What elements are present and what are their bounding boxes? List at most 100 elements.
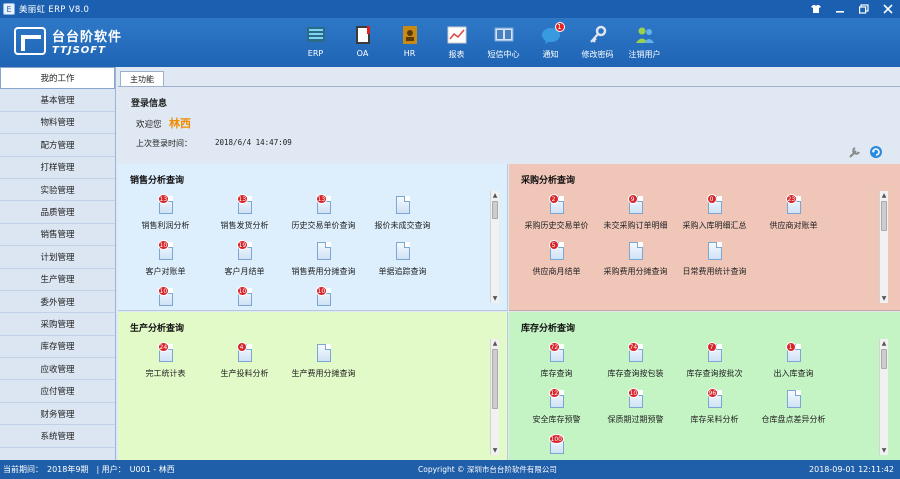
report-item-label: 客户对账单 <box>145 267 186 276</box>
report-item[interactable]: 19 客户月结单 <box>205 240 284 287</box>
sidebar-item-quality[interactable]: 品质管理 <box>0 201 115 224</box>
sidebar-item-receivable[interactable]: 应收管理 <box>0 358 115 381</box>
scroll-down-arrow[interactable]: ▼ <box>492 447 498 454</box>
sidebar-item-outsourcing[interactable]: 委外管理 <box>0 291 115 314</box>
sidebar-item-material[interactable]: 物料管理 <box>0 112 115 135</box>
close-button[interactable] <box>876 0 900 18</box>
logo-mark-icon <box>14 27 46 55</box>
vertical-scrollbar[interactable]: ▲ ▼ <box>879 191 888 303</box>
report-item-label: 保质期过期预警 <box>607 415 664 424</box>
report-doc-icon: 1 <box>785 342 801 362</box>
report-item[interactable]: 日常费用统计查询 <box>675 241 754 287</box>
sidebar-item-sampling[interactable]: 打样管理 <box>0 157 115 179</box>
sidebar-item-basic[interactable]: 基本管理 <box>0 89 115 112</box>
report-doc-icon: 13 <box>236 194 252 214</box>
report-item[interactable]: 10 <box>126 286 205 310</box>
report-item[interactable]: 100 <box>517 434 596 460</box>
skin-icon[interactable] <box>804 0 828 18</box>
scroll-thumb[interactable] <box>492 201 498 219</box>
toolbar-hr[interactable]: HR <box>386 23 433 65</box>
report-item[interactable]: 74 库存查询按包装 <box>596 342 675 389</box>
toolbar-erp[interactable]: ERP <box>292 23 339 65</box>
scroll-up-arrow[interactable]: ▲ <box>881 192 887 199</box>
toolbar-report[interactable]: 报表 <box>433 23 480 65</box>
sidebar-item-system[interactable]: 系统管理 <box>0 425 115 448</box>
report-item-label: 库存呆料分析 <box>690 415 739 424</box>
report-item[interactable]: 生产费用分摊查询 <box>284 343 363 389</box>
scroll-down-arrow[interactable]: ▼ <box>881 447 887 454</box>
report-item-label: 出入库查询 <box>773 369 814 378</box>
scroll-down-arrow[interactable]: ▼ <box>881 295 887 302</box>
maximize-button[interactable] <box>852 0 876 18</box>
report-item[interactable]: 10 <box>205 286 284 310</box>
scroll-down-arrow[interactable]: ▼ <box>492 295 498 302</box>
scroll-up-arrow[interactable]: ▲ <box>492 192 498 199</box>
report-item[interactable]: 10 <box>284 286 363 310</box>
toolbar-label: 修改密码 <box>581 50 614 59</box>
report-item[interactable]: 仓库盘点差异分析 <box>754 389 833 435</box>
report-item-label: 生产费用分摊查询 <box>291 369 356 378</box>
count-badge: 1 <box>785 342 796 352</box>
sidebar-item-sales[interactable]: 销售管理 <box>0 224 115 247</box>
scroll-thumb[interactable] <box>881 201 887 231</box>
count-badge: 19 <box>236 240 249 250</box>
vertical-scrollbar[interactable]: ▲ ▼ <box>490 191 499 303</box>
sidebar-item-formula[interactable]: 配方管理 <box>0 134 115 157</box>
sidebar-item-planning[interactable]: 计划管理 <box>0 246 115 269</box>
report-item-label: 未交采购订单明细 <box>603 221 668 230</box>
minimize-button[interactable] <box>828 0 852 18</box>
report-doc-icon <box>395 242 410 260</box>
report-doc-icon: 19 <box>236 240 252 260</box>
report-icon <box>445 24 469 46</box>
sidebar-item-purchase[interactable]: 采购管理 <box>0 313 115 336</box>
main-area: 主功能 登录信息 欢迎您 林西 上次登录时间： 2018/6/4 14:47:0… <box>118 67 900 460</box>
scroll-up-arrow[interactable]: ▲ <box>881 340 887 347</box>
sidebar-item-finance[interactable]: 财务管理 <box>0 403 115 426</box>
report-item-label: 客户月结单 <box>224 267 265 276</box>
vertical-scrollbar[interactable]: ▲ ▼ <box>879 339 888 455</box>
toolbar-notice[interactable]: 1 通知 <box>527 22 574 65</box>
report-item[interactable]: 报价未成交查询 <box>363 195 442 241</box>
scroll-thumb[interactable] <box>881 349 887 369</box>
report-item[interactable]: 单据追踪查询 <box>363 241 442 287</box>
settings-wrench-icon[interactable] <box>847 144 863 160</box>
report-item[interactable]: 采购费用分摊查询 <box>596 241 675 287</box>
sidebar-item-payable[interactable]: 应付管理 <box>0 380 115 403</box>
report-item-label: 库存查询按包装 <box>607 369 664 378</box>
report-item[interactable]: 1 出入库查询 <box>754 342 833 389</box>
toolbar-logout[interactable]: 注销用户 <box>621 23 668 65</box>
sidebar-item-inventory[interactable]: 库存管理 <box>0 336 115 359</box>
count-badge: 100 <box>548 434 564 444</box>
toolbar-change-password[interactable]: 修改密码 <box>574 23 621 65</box>
toolbar-oa[interactable]: OA <box>339 23 386 65</box>
tab-main-functions[interactable]: 主功能 <box>120 71 164 87</box>
count-badge: 74 <box>627 342 640 352</box>
sidebar-item-lab[interactable]: 实验管理 <box>0 179 115 202</box>
sidebar-item-my-work[interactable]: 我的工作 <box>0 67 115 90</box>
toolbar-sms[interactable]: 短信中心 <box>480 23 527 65</box>
scroll-thumb[interactable] <box>492 349 498 409</box>
report-item[interactable]: 销售费用分摊查询 <box>284 241 363 287</box>
scroll-up-arrow[interactable]: ▲ <box>492 340 498 347</box>
toolbar-label: 注销用户 <box>628 50 661 59</box>
sidebar-item-production[interactable]: 生产管理 <box>0 269 115 291</box>
count-badge: 24 <box>157 342 170 352</box>
vertical-scrollbar[interactable]: ▲ ▼ <box>490 339 499 455</box>
refresh-icon[interactable] <box>868 144 884 160</box>
